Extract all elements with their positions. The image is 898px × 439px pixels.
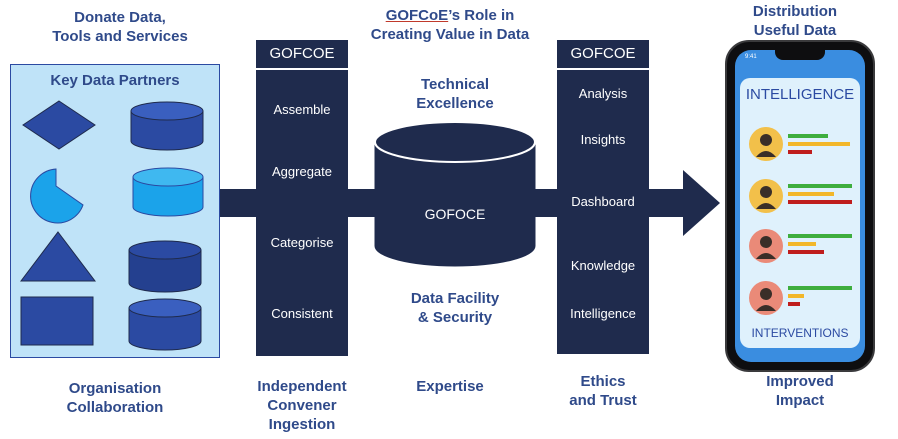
right-gofcoe-column: GOFCOE Analysis Insights Dashboard Knowl… bbox=[557, 40, 649, 354]
role-heading-underlined: GOFCoE bbox=[385, 7, 449, 24]
phone-screen: 9:41 INTELLIGENCE bbox=[735, 50, 865, 362]
expertise-label: Expertise bbox=[416, 378, 484, 395]
pie-shape bbox=[30, 168, 84, 224]
right-column-header: GOFCOE bbox=[557, 40, 649, 70]
right-column-item: Analysis bbox=[578, 86, 628, 101]
profile-row bbox=[740, 226, 860, 278]
gofoce-cylinder bbox=[374, 121, 536, 267]
left-column-item: Categorise bbox=[270, 235, 334, 250]
phone-time: 9:41 bbox=[745, 54, 757, 60]
person-avatar-icon bbox=[749, 179, 783, 213]
phone-title: INTELLIGENCE bbox=[745, 86, 855, 103]
role-heading-rest: ’s Role in bbox=[448, 7, 515, 24]
donate-heading: Donate Data, Tools and Services bbox=[52, 9, 188, 45]
phone-card: INTELLIGENCE bbox=[740, 78, 860, 348]
cylinder-shape-1 bbox=[130, 101, 204, 151]
cylinder-shape-4 bbox=[128, 298, 202, 351]
left-gofcoe-column: GOFCOE Assemble Aggregate Categorise Con… bbox=[256, 40, 348, 356]
role-heading-line2: Creating Value in Data bbox=[370, 26, 530, 43]
partner-shapes bbox=[19, 100, 204, 351]
ethics-trust-label: Ethics and Trust bbox=[569, 373, 637, 409]
bar-red bbox=[788, 302, 800, 306]
person-avatar-icon bbox=[749, 281, 783, 315]
diamond-shape bbox=[22, 100, 96, 150]
left-column-item: Aggregate bbox=[272, 164, 332, 179]
bar-red bbox=[788, 250, 824, 254]
bar-yellow bbox=[788, 192, 834, 196]
right-column-item: Intelligence bbox=[570, 306, 636, 321]
rectangle-shape bbox=[20, 296, 94, 346]
cylinder-label: GOFOCE bbox=[424, 206, 486, 222]
right-column-item: Knowledge bbox=[570, 258, 636, 273]
bar-red bbox=[788, 150, 812, 154]
bar-yellow bbox=[788, 142, 850, 146]
person-avatar-icon bbox=[749, 127, 783, 161]
right-column-item: Insights bbox=[580, 132, 626, 147]
cylinder-shape-2 bbox=[132, 167, 204, 217]
bar-green bbox=[788, 286, 852, 290]
profile-row bbox=[740, 174, 860, 226]
phone-frame: 9:41 INTELLIGENCE bbox=[725, 40, 875, 372]
partners-panel: Key Data Partners bbox=[10, 64, 220, 358]
bar-yellow bbox=[788, 242, 816, 246]
distribution-heading: Distribution Useful Data bbox=[752, 3, 838, 39]
data-facility-label: Data Facility & Security bbox=[410, 290, 500, 326]
left-column-header: GOFCOE bbox=[256, 40, 348, 70]
phone-footer-label: INTERVENTIONS bbox=[751, 326, 849, 340]
arrow-right-icon bbox=[649, 170, 720, 236]
organisation-collaboration-label: Organisation Collaboration bbox=[66, 380, 164, 416]
phone-notch bbox=[775, 50, 825, 60]
role-heading: GOFCoE’s Role in Creating Value in Data bbox=[330, 6, 570, 44]
bar-green bbox=[788, 184, 852, 188]
left-column-item: Consistent bbox=[271, 306, 333, 321]
connector-cylinder-to-column bbox=[534, 189, 558, 217]
profile-row bbox=[740, 122, 860, 174]
person-avatar-icon bbox=[749, 229, 783, 263]
connector-partners-to-column bbox=[220, 189, 256, 217]
profile-row bbox=[740, 278, 860, 330]
technical-excellence-label: Technical Excellence bbox=[416, 76, 494, 112]
independent-convener-label: Independent Convener Ingestion bbox=[257, 378, 347, 433]
improved-impact-label: Improved Impact bbox=[766, 373, 834, 409]
bar-green bbox=[788, 134, 828, 138]
connector-column-to-cylinder bbox=[348, 189, 376, 217]
cylinder-shape-3 bbox=[128, 240, 202, 293]
bar-yellow bbox=[788, 294, 804, 298]
bar-red bbox=[788, 200, 852, 204]
bar-green bbox=[788, 234, 852, 238]
left-column-item: Assemble bbox=[273, 102, 331, 117]
triangle-shape bbox=[19, 231, 97, 282]
partners-title: Key Data Partners bbox=[50, 72, 180, 89]
right-column-item: Dashboard bbox=[571, 194, 635, 209]
